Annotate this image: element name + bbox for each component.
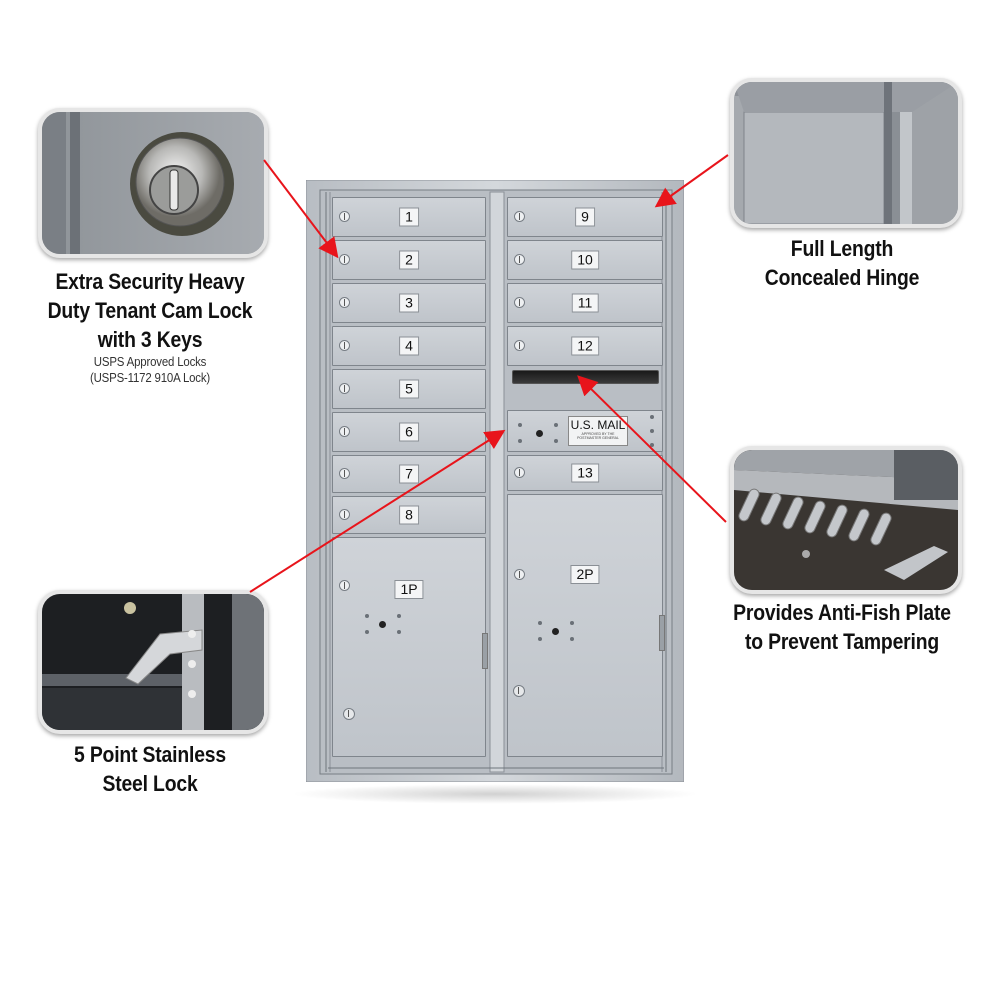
- mailbox-door-4[interactable]: 4: [332, 326, 486, 366]
- anti-fish-caption: Provides Anti-Fish Plate to Prevent Tamp…: [728, 598, 957, 656]
- door-number: 10: [571, 250, 599, 270]
- lock-icon[interactable]: [339, 211, 350, 222]
- hinge-arrow: [654, 154, 729, 208]
- cam-lock-arrow: [263, 159, 339, 259]
- unit-shadow: [290, 784, 700, 804]
- caption-line: with 3 Keys: [97, 327, 203, 352]
- lock-icon[interactable]: [339, 580, 350, 591]
- mailbox-door-3[interactable]: 3: [332, 283, 486, 323]
- us-mail-text: U.S. MAIL: [570, 418, 626, 432]
- steel-lock-caption: 5 Point Stainless Steel Lock: [44, 740, 255, 798]
- door-number: 1: [399, 207, 419, 227]
- anti-fish-arrow: [577, 375, 727, 523]
- lock-icon[interactable]: [514, 467, 525, 478]
- door-number: 2P: [570, 565, 600, 584]
- caption-subline: (USPS-1172 910A Lock): [89, 370, 211, 385]
- door-number: 3: [399, 293, 419, 313]
- mailbox-door-11[interactable]: 11: [507, 283, 663, 323]
- caption-line: Provides Anti-Fish Plate: [733, 600, 951, 625]
- lock-icon[interactable]: [514, 211, 525, 222]
- caption-subline: USPS Approved Locks: [93, 354, 207, 369]
- parcel-door-1p[interactable]: 1P: [332, 537, 488, 757]
- steel-lock-photo: [38, 590, 268, 734]
- caption-line: Full Length: [790, 236, 894, 261]
- mailbox-door-10[interactable]: 10: [507, 240, 663, 280]
- steel-lock-arrow: [249, 429, 506, 593]
- lock-icon[interactable]: [339, 468, 350, 479]
- door-number: 8: [399, 505, 419, 525]
- lock-icon[interactable]: [339, 297, 350, 308]
- hinge-caption: Full Length Concealed Hinge: [736, 234, 947, 292]
- parcel-door-2p[interactable]: 2P: [507, 494, 665, 757]
- lock-icon[interactable]: [514, 297, 525, 308]
- caption-line: to Prevent Tampering: [744, 629, 940, 654]
- door-number: 2: [399, 250, 419, 270]
- door-number: 12: [571, 336, 599, 356]
- door-number: 9: [575, 207, 595, 227]
- cam-lock-caption: Extra Security Heavy Duty Tenant Cam Loc…: [44, 267, 255, 386]
- door-number: 6: [399, 422, 419, 442]
- caption-line: Steel Lock: [102, 771, 198, 796]
- lock-icon[interactable]: [339, 254, 350, 265]
- door-number: 13: [571, 463, 599, 483]
- lock-icon[interactable]: [339, 383, 350, 394]
- lock-icon[interactable]: [514, 340, 525, 351]
- caption-line: Extra Security Heavy: [55, 269, 245, 294]
- door-number: 5: [399, 379, 419, 399]
- mailbox-door-8[interactable]: 8: [332, 496, 486, 534]
- mailbox-door-9[interactable]: 9: [507, 197, 663, 237]
- lock-icon[interactable]: [339, 509, 350, 520]
- hinge-bar: [659, 615, 665, 651]
- mailbox-door-2[interactable]: 2: [332, 240, 486, 280]
- mailbox-door-6[interactable]: 6: [332, 412, 486, 452]
- door-number: 1P: [394, 580, 424, 599]
- anti-fish-plate-photo: [730, 446, 962, 594]
- mailbox-door-5[interactable]: 5: [332, 369, 486, 409]
- caption-line: Concealed Hinge: [764, 265, 920, 290]
- door-number: 4: [399, 336, 419, 356]
- mailbox-door-12[interactable]: 12: [507, 326, 663, 366]
- cam-lock-photo: [38, 108, 268, 258]
- lower-lock-icon: [343, 708, 355, 720]
- us-mail-label: U.S. MAIL APPROVED BY THE POSTMASTER GEN…: [568, 416, 628, 446]
- lock-icon[interactable]: [339, 340, 350, 351]
- lock-icon[interactable]: [514, 254, 525, 265]
- door-number: 11: [571, 293, 599, 313]
- mailbox-door-13[interactable]: 13: [507, 455, 663, 491]
- lock-icon[interactable]: [339, 426, 350, 437]
- mailbox-door-7[interactable]: 7: [332, 455, 486, 493]
- lower-lock-icon: [513, 685, 525, 697]
- concealed-hinge-photo: [730, 78, 962, 228]
- caption-line: Duty Tenant Cam Lock: [47, 298, 253, 323]
- door-number: 7: [399, 464, 419, 484]
- hinge-bar: [482, 633, 488, 669]
- mailbox-door-1[interactable]: 1: [332, 197, 486, 237]
- postmaster-approval-text: APPROVED BY THE POSTMASTER GENERAL: [577, 432, 619, 440]
- lock-icon[interactable]: [514, 569, 525, 580]
- caption-line: 5 Point Stainless: [74, 742, 226, 767]
